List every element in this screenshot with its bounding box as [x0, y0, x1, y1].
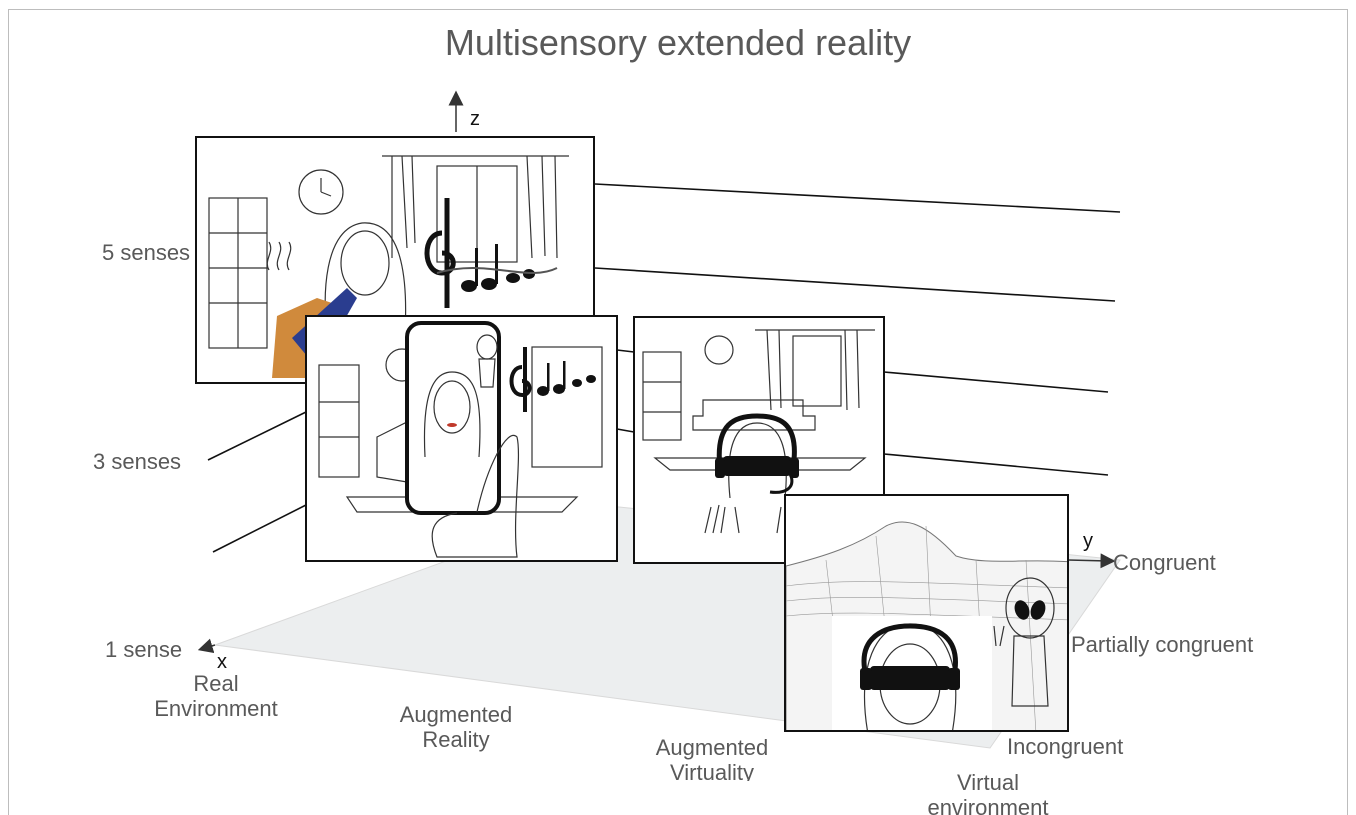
guide-line-5-senses-b	[594, 267, 1116, 302]
guide-line-left-upper	[207, 411, 307, 461]
guide-line-mid-b	[616, 349, 635, 353]
continuum-real-environment: Real Environment	[154, 671, 278, 721]
y-axis-label: y	[1083, 530, 1093, 552]
guide-line-left-lower	[212, 504, 307, 553]
phone-with-alien-icon	[318, 321, 603, 558]
figure-title: Multisensory extended reality	[444, 22, 912, 63]
x-axis-line	[197, 638, 216, 654]
congruence-congruent: Congruent	[1113, 550, 1216, 575]
continuum-augmented-virtuality: Augmented Virtuality	[655, 735, 769, 781]
panel-virtual-environment	[784, 494, 1069, 732]
sense-level-5: 5 senses	[102, 240, 191, 265]
sense-level-1: 1 sense	[105, 637, 183, 662]
panel-augmented-reality	[305, 315, 618, 562]
x-axis-label: x	[217, 651, 227, 673]
vr-user-with-alien-icon	[786, 521, 1067, 730]
congruence-incongruent: Incongruent	[1007, 734, 1124, 759]
congruence-partially-congruent: Partially congruent	[1071, 632, 1254, 657]
guide-line-mid	[616, 428, 635, 433]
vr-headset-user-icon	[642, 329, 875, 534]
continuum-augmented-reality: Augmented Reality	[399, 702, 513, 752]
panel-augmented-virtuality	[633, 316, 885, 564]
guide-line-3-senses-a	[883, 371, 1109, 393]
sense-level-3: 3 senses	[93, 449, 182, 474]
guide-line-3-senses-b	[883, 453, 1109, 476]
guide-line-5-senses-a	[594, 183, 1121, 213]
y-axis-line	[1067, 553, 1116, 569]
z-axis-label: z	[470, 108, 480, 130]
figure-frame	[8, 9, 1348, 815]
continuum-virtual-environment: Virtual environment	[927, 770, 1049, 815]
